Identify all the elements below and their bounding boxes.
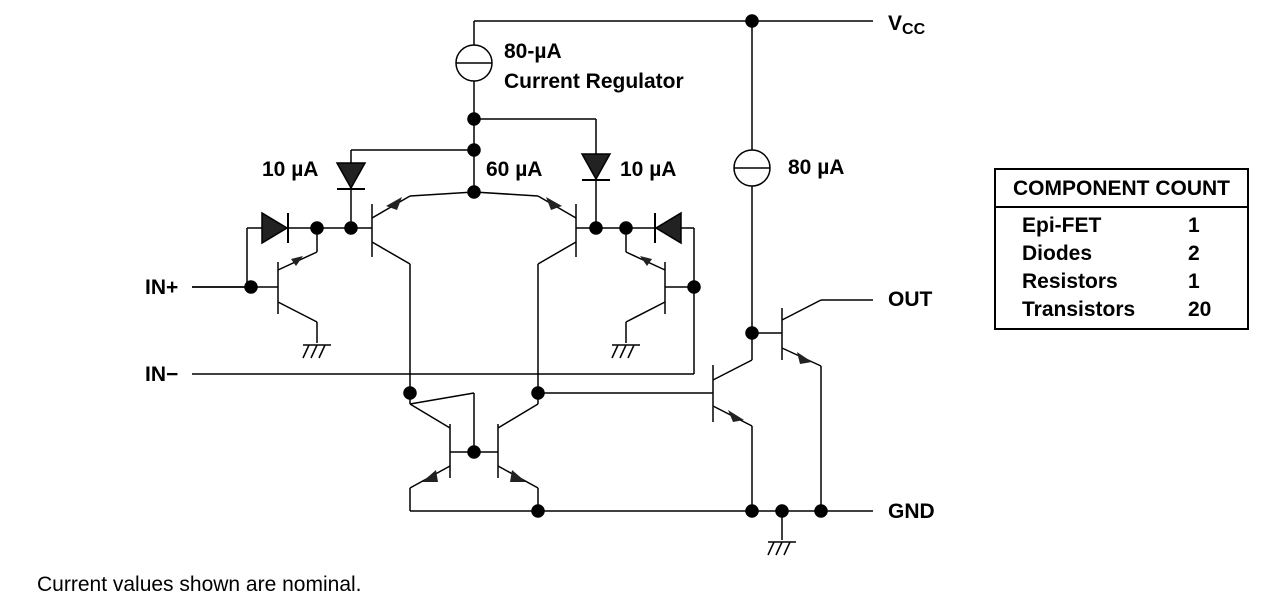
component-count-table: COMPONENT COUNT Epi-FET 1 Diodes 2 Resis… bbox=[994, 168, 1249, 330]
vcc-subscript: CC bbox=[902, 21, 926, 38]
component-count: 1 bbox=[1188, 214, 1200, 237]
component-name: Resistors bbox=[1022, 270, 1118, 293]
component-row: Transistors 20 bbox=[1022, 296, 1232, 324]
right-input-stage bbox=[537, 195, 701, 393]
left-diode-current-label: 10 µA bbox=[262, 158, 319, 181]
footnote: Current values shown are nominal. bbox=[37, 573, 362, 596]
in-plus-label: IN+ bbox=[145, 276, 179, 299]
component-name: Epi-FET bbox=[1022, 214, 1102, 237]
vcc-label: VCC bbox=[888, 12, 925, 42]
ground-rail bbox=[410, 504, 873, 556]
vcc-rail bbox=[473, 14, 873, 150]
regulator-value-label: 80-µA bbox=[504, 40, 562, 63]
current-mirror bbox=[403, 386, 545, 518]
output-current-label: 80 µA bbox=[788, 156, 845, 179]
regulator-name-label: Current Regulator bbox=[504, 70, 684, 93]
out-label: OUT bbox=[888, 288, 933, 311]
output-stage bbox=[538, 149, 873, 511]
component-name: Transistors bbox=[1022, 298, 1136, 321]
component-count-title: COMPONENT COUNT bbox=[996, 170, 1247, 208]
gnd-label: GND bbox=[888, 500, 935, 523]
vcc-main: V bbox=[888, 12, 903, 35]
component-name: Diodes bbox=[1022, 242, 1093, 265]
right-diode-current-label: 10 µA bbox=[620, 158, 677, 181]
component-row: Diodes 2 bbox=[1022, 240, 1232, 268]
component-count: 1 bbox=[1188, 270, 1200, 293]
bias-network bbox=[335, 118, 612, 228]
left-input-stage bbox=[192, 195, 411, 393]
in-minus-label: IN− bbox=[145, 363, 179, 386]
center-current-label: 60 µA bbox=[486, 158, 543, 181]
component-count: 2 bbox=[1188, 242, 1200, 265]
component-count: 20 bbox=[1188, 298, 1212, 321]
component-row: Epi-FET 1 bbox=[1022, 212, 1232, 240]
component-row: Resistors 1 bbox=[1022, 268, 1232, 296]
